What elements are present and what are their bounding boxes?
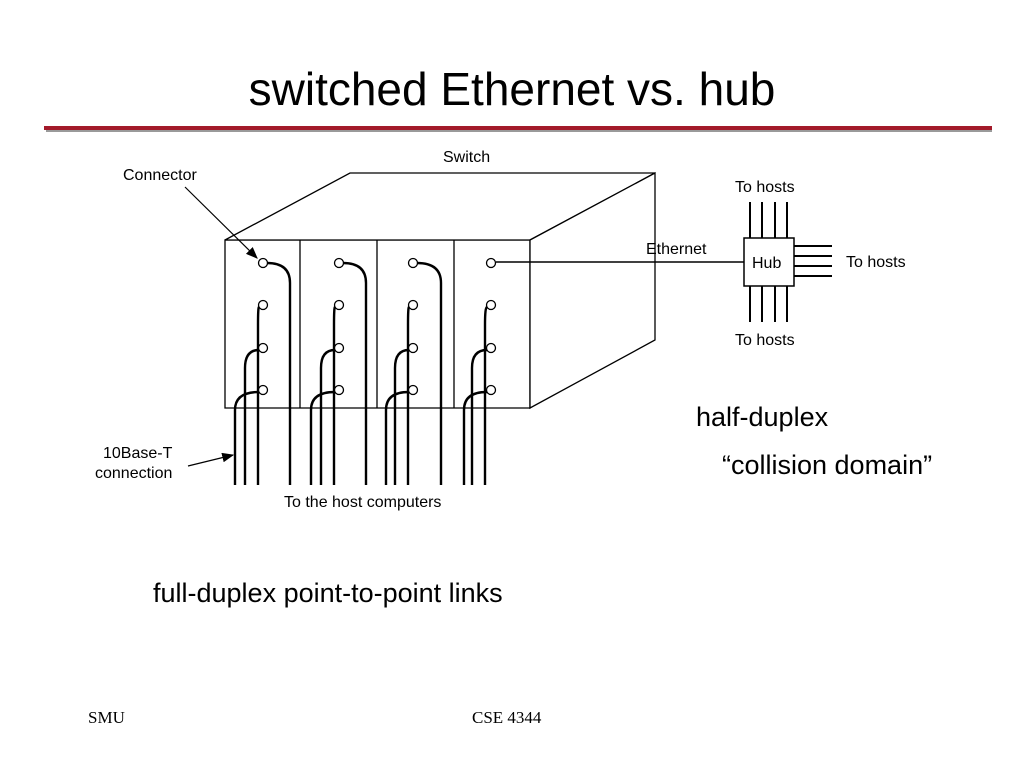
connector-port — [485, 257, 497, 269]
cable — [342, 261, 368, 485]
footer-center: CSE 4344 — [472, 708, 542, 727]
host-computers-label: To the host computers — [284, 494, 441, 511]
cable — [416, 261, 443, 485]
connector-port — [485, 299, 497, 311]
cable — [319, 348, 336, 485]
connector-arrow — [184, 186, 258, 259]
cable — [462, 390, 488, 485]
title-divider-shadow — [46, 130, 992, 132]
connector-port — [407, 299, 419, 311]
cable — [406, 305, 411, 485]
connector-port — [485, 384, 497, 396]
connector-port — [485, 342, 497, 354]
connector-port — [333, 257, 345, 269]
half-duplex-note: half-duplex — [696, 402, 829, 432]
base-t-label-line2: connection — [95, 465, 172, 482]
connector-port — [257, 257, 269, 269]
cable — [470, 348, 488, 485]
connector-port — [333, 342, 345, 354]
collision-domain-note: “collision domain” — [722, 450, 933, 480]
connector-label: Connector — [123, 167, 197, 184]
cable — [384, 390, 410, 485]
full-duplex-note: full-duplex point-to-point links — [153, 578, 503, 608]
base-t-arrow — [187, 452, 235, 467]
cable — [256, 305, 261, 485]
title-divider — [44, 126, 992, 130]
to-hosts-top-label: To hosts — [735, 179, 795, 196]
cable — [233, 390, 260, 485]
cable — [393, 348, 410, 485]
switch-box — [224, 171, 656, 410]
to-hosts-right-label: To hosts — [846, 254, 906, 271]
connector-port — [257, 342, 269, 354]
connector-port — [407, 257, 419, 269]
connector-port — [257, 384, 269, 396]
hub-label: Hub — [752, 255, 781, 272]
connector-ports — [233, 257, 497, 485]
connector-port — [257, 299, 269, 311]
slide-title: switched Ethernet vs. hub — [248, 63, 776, 115]
connector-port — [333, 384, 345, 396]
ethernet-label: Ethernet — [646, 241, 707, 258]
base-t-label-line1: 10Base-T — [103, 445, 173, 462]
hub — [743, 202, 832, 322]
cable — [243, 348, 260, 485]
connector-port — [407, 342, 419, 354]
cable — [266, 261, 292, 485]
hub-host-lines — [749, 202, 832, 322]
cable — [332, 305, 337, 485]
footer-left: SMU — [88, 708, 125, 727]
cable — [309, 390, 336, 485]
switch-label: Switch — [443, 149, 490, 166]
connector-port — [407, 384, 419, 396]
connector-port — [333, 299, 345, 311]
to-hosts-bottom-label: To hosts — [735, 332, 795, 349]
